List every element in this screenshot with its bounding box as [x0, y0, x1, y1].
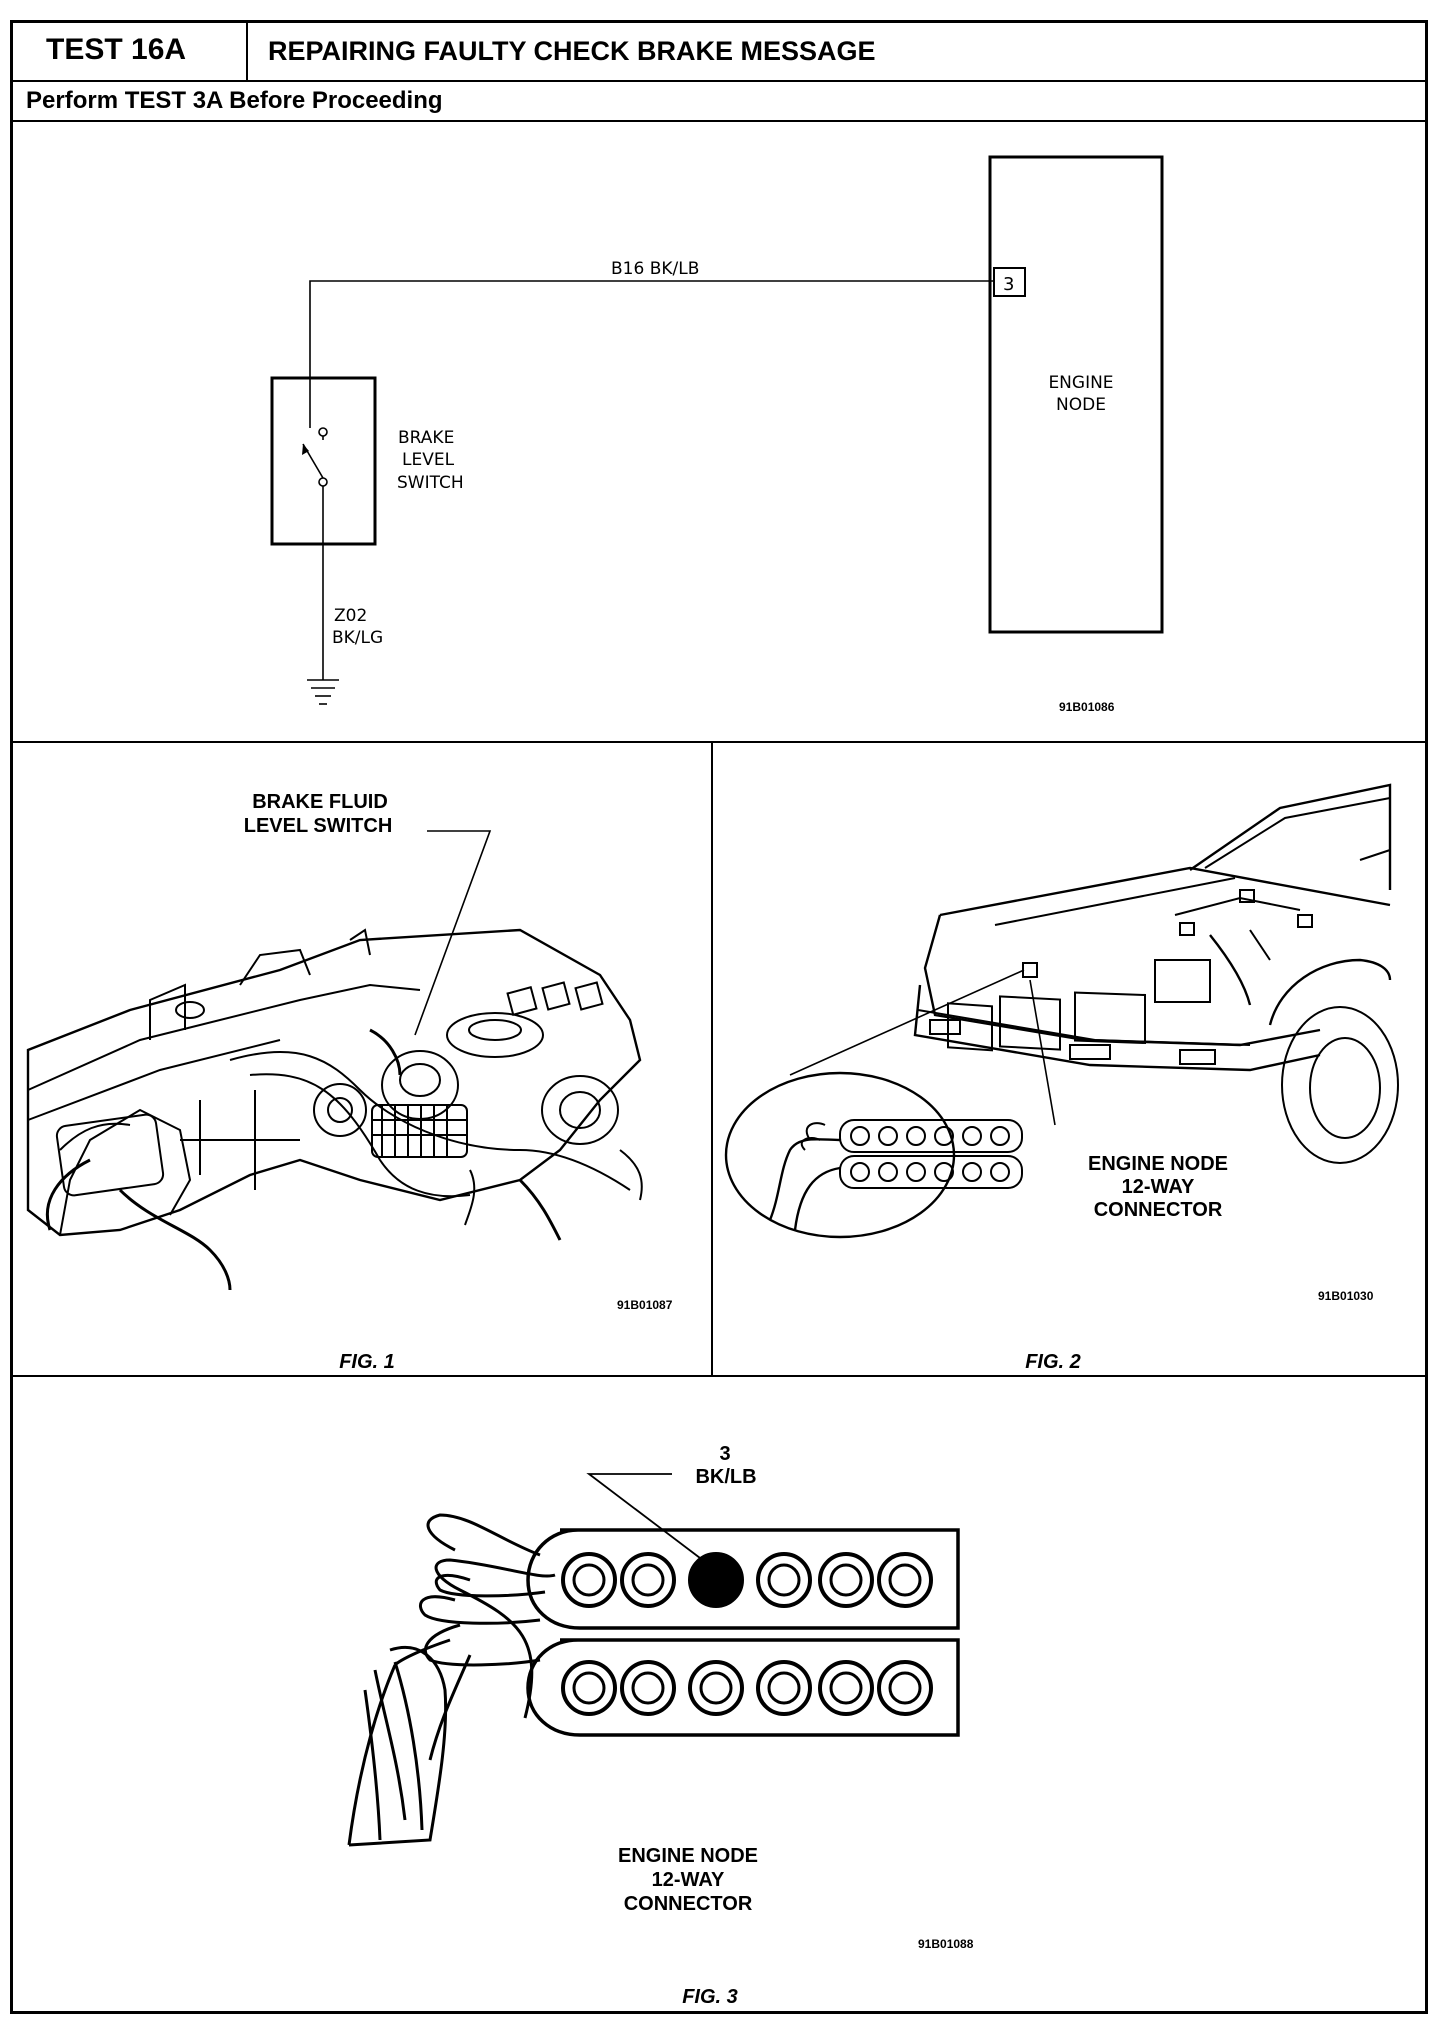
- fig1-label-1: BRAKE FLUID: [252, 791, 388, 813]
- fig2-connector-inset: [768, 1119, 1023, 1231]
- fig2-car-illustration: [913, 783, 1399, 1164]
- pin-label: 3: [1003, 274, 1014, 295]
- fig3-pin-3-highlight: [688, 1552, 744, 1608]
- fig2-label-1: ENGINE NODE: [1088, 1153, 1228, 1175]
- fig3-label-2: 12-WAY: [652, 1869, 725, 1891]
- switch-label-1: BRAKE: [398, 428, 454, 448]
- page-frame: [10, 20, 1428, 2014]
- fig2-caption: FIG. 2: [1025, 1351, 1081, 1373]
- engine-node-label-1: ENGINE: [1048, 373, 1113, 393]
- fig2-node-on-car: [1022, 962, 1038, 978]
- fig3-socket: [818, 1552, 874, 1608]
- fig3-pin-sockets: [561, 1552, 933, 1716]
- fig3-caption: FIG. 3: [682, 1986, 738, 2008]
- switch-label-3: SWITCH: [397, 473, 464, 493]
- subtitle: Perform TEST 3A Before Proceeding: [10, 82, 1428, 122]
- fig3-socket: [756, 1552, 812, 1608]
- switch-label-2: LEVEL: [402, 450, 455, 470]
- wire-top-label: B16 BK/LB: [611, 259, 699, 279]
- fig3-socket: [620, 1660, 676, 1716]
- ground-icon: [307, 679, 339, 705]
- fig1-ref: 91B01087: [617, 1298, 673, 1312]
- fig3-socket: [756, 1660, 812, 1716]
- fig3-socket: [818, 1660, 874, 1716]
- fig3-leader: [586, 1473, 701, 1559]
- schematic: [270, 155, 1164, 705]
- header-bar: TEST 16A REPAIRING FAULTY CHECK BRAKE ME…: [10, 20, 1428, 82]
- fig3-socket: [688, 1660, 744, 1716]
- fig3-pin-color: BK/LB: [695, 1466, 756, 1488]
- fig3-label-3: CONNECTOR: [624, 1893, 753, 1915]
- engine-node-label-2: NODE: [1056, 395, 1106, 415]
- fig2-label-3: CONNECTOR: [1094, 1199, 1223, 1221]
- fig3-socket: [877, 1552, 933, 1608]
- fig2-magnifier-line-2: [1029, 979, 1056, 1126]
- wire-bottom-label-1: Z02: [334, 606, 367, 626]
- divider-figures: [10, 1375, 1428, 1377]
- fig2-label-2: 12-WAY: [1122, 1176, 1195, 1198]
- divider-fig1-fig2: [711, 741, 713, 1375]
- fig2-magnifier-line-1: [789, 969, 1025, 1076]
- fig1-leader: [414, 830, 492, 1036]
- test-id: TEST 16A: [10, 20, 248, 80]
- fig3-socket: [620, 1552, 676, 1608]
- wire-b16: [309, 280, 993, 378]
- pin-3-box: [993, 267, 1026, 297]
- fig3-ref: 91B01088: [918, 1937, 974, 1951]
- fig3-socket: [877, 1660, 933, 1716]
- fig1-label-2: LEVEL SWITCH: [244, 815, 393, 837]
- divider-schematic: [10, 741, 1428, 743]
- fig1-caption: FIG. 1: [339, 1351, 395, 1373]
- fig3-socket: [561, 1552, 617, 1608]
- fig3-connector: [347, 1513, 960, 1847]
- fig1-engine-illustration: [26, 928, 643, 1291]
- engine-node-box: [988, 155, 1164, 634]
- schematic-ref: 91B01086: [1059, 700, 1115, 714]
- wire-bottom-label-2: BK/LG: [332, 628, 383, 648]
- fig3-label-1: ENGINE NODE: [618, 1845, 758, 1867]
- fig2-ref: 91B01030: [1318, 1289, 1374, 1303]
- page-title: REPAIRING FAULTY CHECK BRAKE MESSAGE: [268, 36, 876, 66]
- fig3-socket: [561, 1660, 617, 1716]
- fig3-pin-number: 3: [719, 1443, 730, 1465]
